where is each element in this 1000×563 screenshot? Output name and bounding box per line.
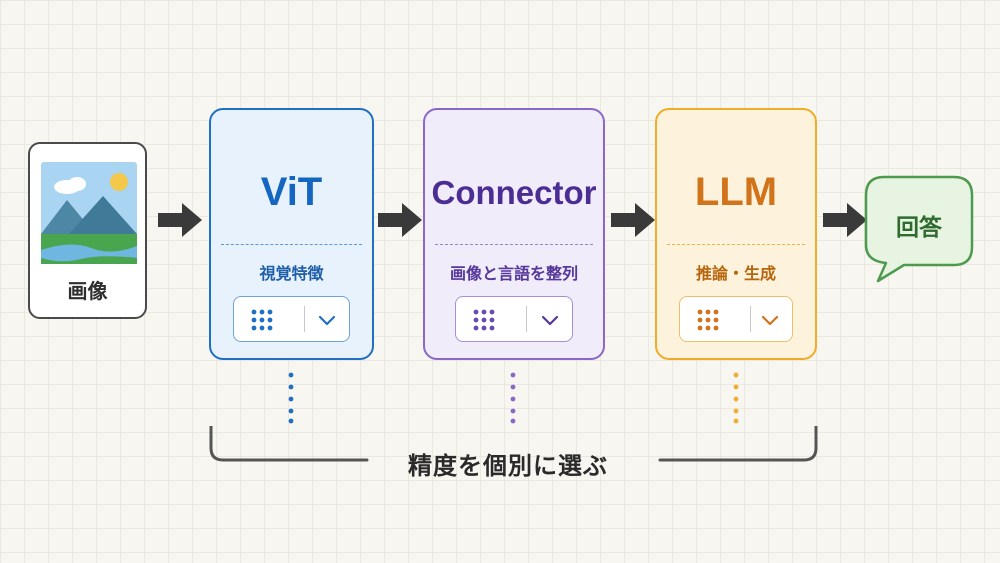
dot-grid-icon	[697, 309, 719, 331]
select-separator	[750, 306, 751, 332]
speech-bubble-icon	[864, 175, 974, 283]
divider	[667, 244, 805, 245]
dotted-connector	[288, 372, 294, 424]
dot-grid-icon	[473, 309, 495, 331]
bracket-label: 精度を個別に選ぶ	[408, 452, 608, 480]
stage-title: ViT	[260, 170, 323, 214]
dotted-connector	[733, 372, 739, 424]
chevron-down-icon[interactable]	[540, 310, 560, 330]
divider	[435, 244, 593, 245]
llm-stage-card: LLM 推論・生成	[655, 108, 817, 360]
precision-select[interactable]	[679, 296, 793, 342]
vit-stage-card: ViT 視覚特徴	[209, 108, 374, 360]
answer-label: 回答	[896, 215, 942, 241]
grouping-bracket	[209, 426, 818, 462]
stage-description: 視覚特徴	[259, 264, 324, 283]
landscape-image-icon	[41, 162, 137, 264]
stage-title: LLM	[694, 170, 778, 214]
precision-select[interactable]	[233, 296, 350, 342]
connector-stage-card: Connector 画像と言語を整列	[423, 108, 605, 360]
stage-description: 推論・生成	[695, 264, 776, 283]
chevron-down-icon[interactable]	[317, 310, 337, 330]
arrow-right-icon	[823, 203, 867, 237]
input-label: 画像	[67, 279, 108, 303]
dot-grid-icon	[251, 309, 273, 331]
dotted-connector	[510, 372, 516, 424]
select-separator	[304, 306, 305, 332]
divider	[221, 244, 362, 245]
chevron-down-icon[interactable]	[760, 310, 780, 330]
stage-title: Connector	[431, 174, 597, 211]
answer-bubble: 回答	[864, 175, 974, 285]
stage-description: 画像と言語を整列	[449, 264, 578, 283]
input-image-card: 画像	[28, 142, 147, 319]
precision-select[interactable]	[455, 296, 573, 342]
arrow-right-icon	[378, 203, 422, 237]
select-separator	[526, 306, 527, 332]
arrow-right-icon	[158, 203, 202, 237]
arrow-right-icon	[611, 203, 655, 237]
